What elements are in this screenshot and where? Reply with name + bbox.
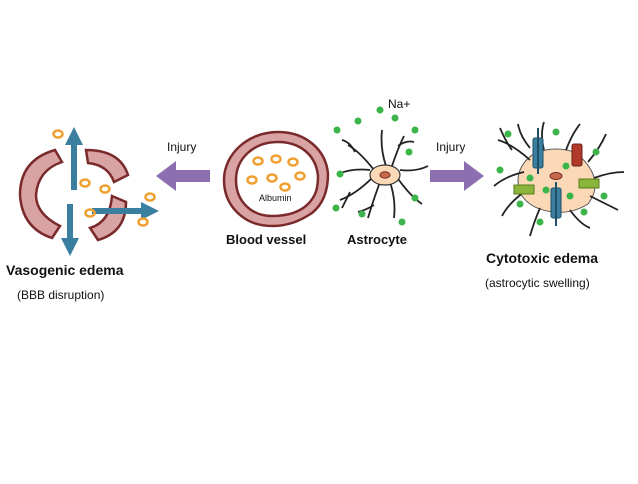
sodium-dot bbox=[600, 192, 608, 200]
sodium-dot bbox=[536, 218, 544, 226]
sodium-dot bbox=[354, 117, 362, 125]
albumin-dot bbox=[270, 154, 282, 164]
sodium-dot bbox=[411, 126, 419, 134]
sodium-dot bbox=[552, 128, 560, 136]
sodium-dot bbox=[411, 194, 419, 202]
sodium-dot bbox=[336, 170, 344, 178]
albumin-dot bbox=[99, 184, 111, 194]
albumin-dot bbox=[79, 178, 91, 188]
swollen-nucleus bbox=[549, 172, 563, 180]
astrocyte-label: Astrocyte bbox=[347, 232, 407, 247]
astrocyte-nucleus bbox=[379, 171, 391, 179]
vasogenic-edema-subtitle: (BBB disruption) bbox=[17, 288, 105, 302]
sodium-dot bbox=[542, 186, 550, 194]
albumin-dot bbox=[144, 192, 156, 202]
vasogenic-leak-arrows bbox=[61, 127, 159, 256]
vasogenic-edema-title: Vasogenic edema bbox=[6, 262, 124, 278]
albumin-dot bbox=[287, 157, 299, 167]
albumin-dot bbox=[137, 217, 149, 227]
injury-label-right: Injury bbox=[436, 140, 466, 154]
sodium-dot bbox=[496, 166, 504, 174]
albumin-dot bbox=[294, 171, 306, 181]
sodium-ions-right bbox=[496, 128, 608, 226]
vessel-wall bbox=[222, 130, 330, 228]
blood-vessel bbox=[222, 130, 330, 228]
vessel-wall-fragment bbox=[84, 148, 130, 184]
sodium-dot bbox=[566, 192, 574, 200]
albumin-label: Albumin bbox=[259, 193, 292, 203]
sodium-dot bbox=[333, 126, 341, 134]
sodium-dot bbox=[405, 148, 413, 156]
vessel-albumin bbox=[246, 154, 306, 192]
sodium-label: Na+ bbox=[388, 97, 411, 111]
albumin-dot bbox=[266, 173, 278, 183]
injury-label-left: Injury bbox=[167, 140, 197, 154]
albumin-dot bbox=[279, 182, 291, 192]
sodium-dot bbox=[526, 174, 534, 182]
vessel-wall-fragment bbox=[88, 194, 128, 242]
sodium-dot bbox=[580, 208, 588, 216]
sodium-dot bbox=[398, 218, 406, 226]
green-channel-left bbox=[513, 184, 535, 195]
sodium-ions-center bbox=[332, 106, 419, 226]
cytotoxic-edema-subtitle: (astrocytic swelling) bbox=[485, 276, 590, 290]
albumin-dot bbox=[246, 175, 258, 185]
sodium-dot bbox=[391, 114, 399, 122]
injury-arrow-right bbox=[430, 161, 484, 191]
cytotoxic-edema-title: Cytotoxic edema bbox=[486, 250, 599, 266]
green-channel-right bbox=[578, 178, 600, 189]
sodium-dot bbox=[504, 130, 512, 138]
sodium-dot bbox=[562, 162, 570, 170]
swollen-astrocyte bbox=[493, 121, 625, 237]
sodium-dot bbox=[516, 200, 524, 208]
albumin-dot bbox=[252, 156, 264, 166]
blood-vessel-label: Blood vessel bbox=[226, 232, 307, 247]
albumin-dot bbox=[84, 208, 96, 218]
sodium-dot bbox=[592, 148, 600, 156]
sodium-dot bbox=[376, 106, 384, 114]
red-channel bbox=[571, 143, 583, 167]
sodium-dot bbox=[358, 210, 366, 218]
vessel-wall-fragment bbox=[18, 148, 64, 240]
albumin-dot bbox=[52, 129, 64, 139]
sodium-dot bbox=[332, 204, 340, 212]
injury-arrow-left bbox=[156, 161, 210, 191]
vasogenic-albumin bbox=[52, 129, 156, 227]
